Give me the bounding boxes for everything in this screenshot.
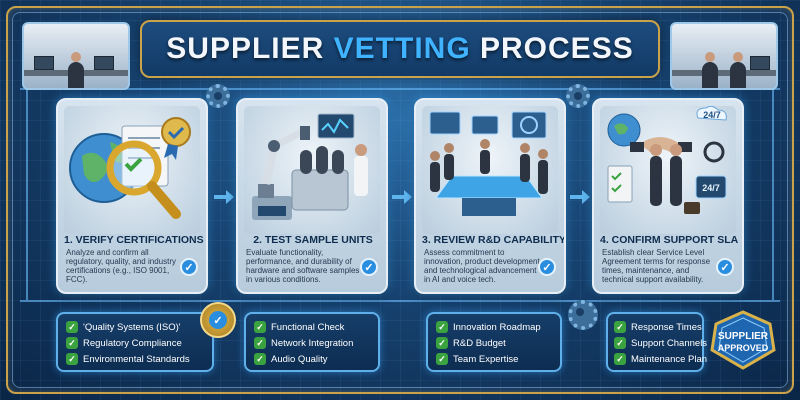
check-icon: ✓ [254,353,266,365]
check-icon: ✓ [436,353,448,365]
check-icon: ✓ [538,258,556,276]
step-description: Evaluate functionality, performance, and… [246,248,360,284]
list-item-label: Environmental Standards [83,353,190,365]
list-item: ✓ Network Integration [254,335,370,351]
check-icon: ✓ [436,337,448,349]
step-title: 1. VERIFY CERTIFICATIONS [64,234,204,246]
page-title: SUPPLIER VETTING PROCESS [166,32,633,66]
list-item-label: Support Channels [631,337,708,349]
check-icon: ✓ [66,337,78,349]
title-highlight: VETTING [333,32,471,65]
check-icon: ✓ [254,337,266,349]
arrow-right-icon [392,190,412,204]
support-label-bottom: 24/7 [702,183,720,193]
list-item: ✓ Innovation Roadmap [436,319,552,335]
arrow-right-icon [214,190,234,204]
check-icon: ✓ [614,321,626,333]
list-item: ✓ Team Expertise [436,351,552,367]
step-card-3: 3. REVIEW R&D CAPABILITY Assess commitme… [414,98,566,294]
list-item-label: Audio Quality [271,353,328,365]
list-item-label: Regulatory Compliance [83,337,182,349]
step-title: 4. CONFIRM SUPPORT SLA [600,234,739,246]
check-icon: ✓ [360,258,378,276]
connector-line [20,88,780,90]
office-photo-right [670,22,778,90]
list-item-label: Innovation Roadmap [453,321,541,333]
step-title: 3. REVIEW R&D CAPABILITY [422,234,566,246]
step-card-2: 2. TEST SAMPLE UNITS Evaluate functional… [236,98,388,294]
check-icon: ✓ [436,321,448,333]
connector-line [20,300,780,302]
list-item: ✓ Support Channels [614,335,707,351]
gold-badge-icon: ✓ [200,302,236,338]
list-item: ✓ 'Quality Systems (ISO)' [66,319,204,335]
step1-illustration [64,106,200,234]
list-item: ✓ Response Times [614,319,702,335]
step-checklist-3: ✓ Innovation Roadmap ✓ R&D Budget ✓ Team Ex… [426,312,562,372]
seal-line1: SUPPLIER [718,331,769,342]
step3-illustration [422,106,558,234]
list-item-label: Team Expertise [453,353,519,365]
support-label-top: 24/7 [703,110,721,120]
list-item: ✓ R&D Budget [436,335,552,351]
check-icon: ✓ [209,311,227,329]
check-icon: ✓ [716,258,734,276]
connector-line [26,88,28,300]
step-card-1: 1. VERIFY CERTIFICATIONS Analyze and con… [56,98,208,294]
title-part2: PROCESS [470,32,634,65]
outer-border [6,6,794,394]
title-banner: SUPPLIER VETTING PROCESS [140,20,660,78]
connector-line [772,88,774,300]
list-item-label: R&D Budget [453,337,506,349]
arrow-right-icon [570,190,590,204]
list-item-label: Functional Check [271,321,345,333]
list-item-label: Network Integration [271,337,354,349]
office-photo-left [22,22,130,90]
check-icon: ✓ [180,258,198,276]
list-item: ✓ Functional Check [254,319,370,335]
seal-line2: APPROVED [718,343,769,353]
step-checklist-2: ✓ Functional Check ✓ Network Integration ✓… [244,312,380,372]
inner-border [12,12,788,388]
check-icon: ✓ [66,321,78,333]
gear-icon [568,300,598,330]
list-item: ✓ Maintenance Plan [614,351,707,367]
team-icon [429,111,548,216]
gear-icon [206,84,230,108]
step4-illustration: 24/7 24/7 [600,105,736,234]
gear-icon [566,84,590,108]
supplier-approved-seal: SUPPLIER APPROVED [710,310,776,370]
check-icon: ✓ [614,353,626,365]
step-card-4: 24/7 24/7 4. CONFIRM SUPPORT SLA Establi… [592,98,744,294]
step-description: Establish clear Service Level Agreement … [602,248,711,284]
handshake-icon: 24/7 24/7 [607,105,727,214]
step-description: Analyze and confirm all regulatory, qual… [66,248,176,284]
list-item-label: Maintenance Plan [631,353,708,365]
step2-illustration [244,106,380,234]
title-part1: SUPPLIER [166,32,334,65]
list-item: ✓ Audio Quality [254,351,370,367]
list-item: ✓ Environmental Standards [66,351,204,367]
robot-arm-icon [252,113,368,220]
check-icon: ✓ [254,321,266,333]
list-item-label: 'Quality Systems (ISO)' [83,321,181,333]
list-item-label: Response Times [631,321,702,333]
step-checklist-1: ✓ 'Quality Systems (ISO)' ✓ Regulatory Com… [56,312,214,372]
step-title: 2. TEST SAMPLE UNITS [253,234,373,246]
list-item: ✓ Regulatory Compliance [66,335,204,351]
magnifier-icon [69,117,191,219]
check-icon: ✓ [66,353,78,365]
step-checklist-4: ✓ Response Times ✓ Support Channels ✓ Maint… [606,312,707,372]
step-description: Assess commitment to innovation, product… [424,248,542,284]
check-icon: ✓ [614,337,626,349]
